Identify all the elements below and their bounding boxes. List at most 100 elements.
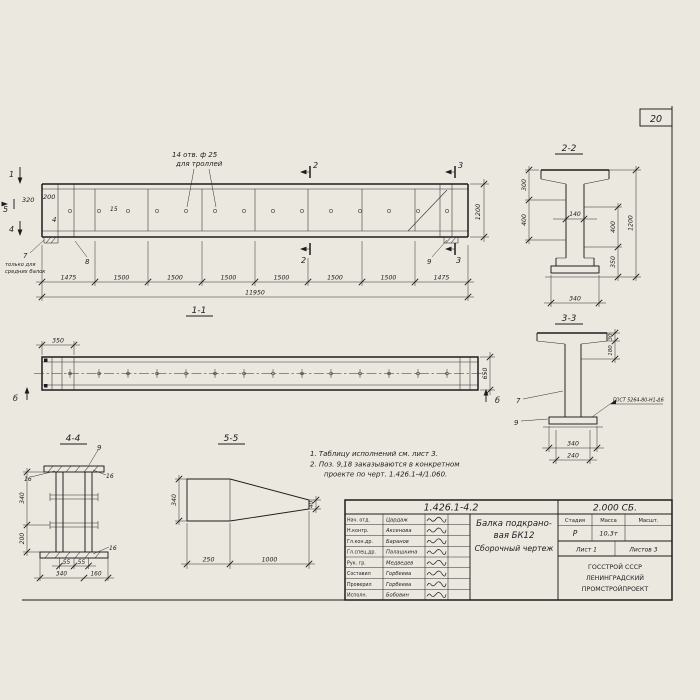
callout-9: 9: [427, 258, 432, 266]
marker-5: 5: [3, 205, 8, 214]
chain-dim-6: 1500: [327, 275, 343, 282]
chain-dim-4: 1500: [221, 275, 237, 282]
sig-role-6: Проверил: [347, 582, 372, 588]
trolley-holes: [68, 168, 449, 213]
page-number-box: [639, 108, 673, 127]
org-line1: ГОССТРОЙ СССР: [588, 562, 642, 571]
left-detail-dims: 320 200 15 4: [22, 193, 118, 224]
dimension-chain: 1475 1500 1500 1500 1500 1500 1500 1475 …: [36, 241, 474, 301]
sig-role-5: Составил: [347, 571, 371, 577]
drawing-title-line3: Сборочный чертеж: [475, 544, 554, 553]
dim-16-br: 16: [109, 545, 117, 552]
marker-4-left: 4: [9, 225, 14, 234]
dim-350: 350: [52, 338, 64, 345]
sig-role-0: Нач. отд.: [347, 517, 370, 523]
sig-name-0: Цардаж: [386, 517, 408, 523]
sig-name-5: Горбеева: [386, 571, 411, 577]
middle-beam-note-line2: средних балок: [5, 269, 46, 275]
middle-beam-note-line1: только для: [5, 262, 36, 268]
chain-dim-8: 1475: [434, 275, 450, 282]
sig-name-2: Баранов: [386, 539, 409, 545]
title-block-grid: [344, 499, 673, 601]
dim-200: 200: [43, 193, 55, 201]
dim-16-tl: 16: [24, 476, 32, 483]
hole-note-line2: для троллей: [175, 160, 223, 168]
title-block: 1.426.1-4.2 2.000 СБ. Нач. отд. Цардаж Н…: [344, 499, 673, 601]
dim-160: 160: [90, 572, 101, 578]
section-3-3: 3-3 30 180 7 9 ГОСТ 5264-80-Н1-Δ6 340: [514, 314, 664, 464]
dim-350: 350: [610, 256, 617, 268]
section-3-3-dims: 30 180 7 9 ГОСТ 5264-80-Н1-Δ6 340 240: [514, 329, 664, 464]
marker-3-top: 3: [458, 161, 463, 170]
dim-16-tr: 16: [106, 473, 114, 480]
chain-dim-1: 1475: [61, 275, 77, 282]
page-number: 20: [650, 114, 662, 125]
dim-650: 650: [482, 368, 489, 380]
section-2-2-geometry: [540, 169, 610, 278]
note-line-3: проекте по черт. 1.426.1-4/1.060.: [324, 471, 447, 479]
section-1-1: 1-1: [13, 306, 500, 405]
chain-dim-7: 1500: [381, 275, 397, 282]
view-marker-b-right: б: [495, 396, 500, 405]
dim-40: 40: [309, 501, 315, 508]
beam-outline: [41, 183, 469, 244]
sig-role-1: Н.контр.: [347, 528, 368, 534]
section-cut-2: 2 2: [300, 161, 318, 265]
section-3-3-title: 3-3: [562, 314, 577, 324]
org-line2: ЛЕНИНГРАДСКИЙ: [586, 573, 644, 582]
mass-label: Масса: [600, 518, 617, 524]
sig-name-1: Аксенова: [385, 528, 412, 534]
sig-role-2: Гл.кон.др.: [347, 539, 373, 545]
section-3-3-geometry: [536, 332, 608, 428]
mass-value: 10,3т: [599, 530, 617, 538]
stage-label: Стадия: [565, 518, 585, 524]
dim-15: 15: [110, 206, 118, 213]
sig-role-4: Рук. гр.: [347, 560, 366, 566]
note-line-2: 2. Поз. 9,18 заказываются в конкретном: [310, 461, 460, 469]
marker-4-inner: 4: [52, 216, 56, 224]
sig-role-3: Гл.спец.др.: [347, 550, 376, 556]
marker-2-bottom: 2: [301, 256, 306, 265]
dim-340-bottom: 340: [569, 296, 581, 303]
dim-340-bottom-44: 340: [56, 572, 67, 578]
section-5-5-dims: 340 40 250 1000: [171, 475, 321, 569]
dim-30: 30: [608, 333, 614, 340]
section-2-2-title: 2-2: [562, 144, 577, 154]
hole-note-line1: 14 отв. ф 25: [172, 151, 218, 159]
sig-name-4: Медведев: [386, 560, 413, 566]
section-2-2-dims: 300 400 140 400 350 1200 340: [521, 166, 641, 307]
sig-name-6: Горбеева: [386, 582, 411, 588]
left-section-markers: 1 5 4: [1, 167, 23, 236]
note-line-1: 1. Таблицу исполнений см. лист 3.: [310, 450, 438, 458]
marker-3-bottom: 3: [456, 256, 461, 265]
callout-9-44: 9: [97, 444, 102, 452]
callout-8: 8: [85, 258, 90, 266]
dim-240: 240: [567, 453, 579, 460]
dim-300: 300: [521, 179, 528, 191]
doc-number: 1.426.1-4.2: [424, 503, 479, 514]
section-4-4: 4-4 9 16 16 16 340 200 5: [19, 434, 117, 582]
sig-name-7: Бобовин: [386, 593, 410, 599]
chain-dim-2: 1500: [114, 275, 130, 282]
dim-340-left: 340: [19, 492, 26, 504]
position-callouts: 7 только для средних балок 8 9: [5, 239, 448, 275]
section-2-2: 2-2 300 400 140 400 350: [521, 144, 641, 307]
stage-value: Р: [573, 529, 578, 538]
sig-role-7: Исполн.: [347, 593, 367, 599]
view-marker-b-left: б: [13, 394, 18, 403]
doc-code: 2.000 СБ.: [593, 504, 637, 514]
general-notes: 1. Таблицу исполнений см. лист 3. 2. Поз…: [310, 450, 460, 479]
chain-dim-3: 1500: [167, 275, 183, 282]
dim-55-a: 55: [63, 560, 71, 566]
hole-note: 14 отв. ф 25 для троллей: [172, 151, 223, 168]
dim-1200: 1200: [474, 204, 482, 221]
dim-55-b: 55: [78, 560, 86, 566]
section-5-5: 5-5 340 40 250 1000: [171, 434, 321, 569]
dim-1200-right: 1200: [470, 179, 489, 242]
dim-total-11950: 11950: [245, 290, 265, 297]
section-5-5-title: 5-5: [224, 434, 239, 444]
sheet-count-label: Лист 1: [575, 547, 597, 554]
